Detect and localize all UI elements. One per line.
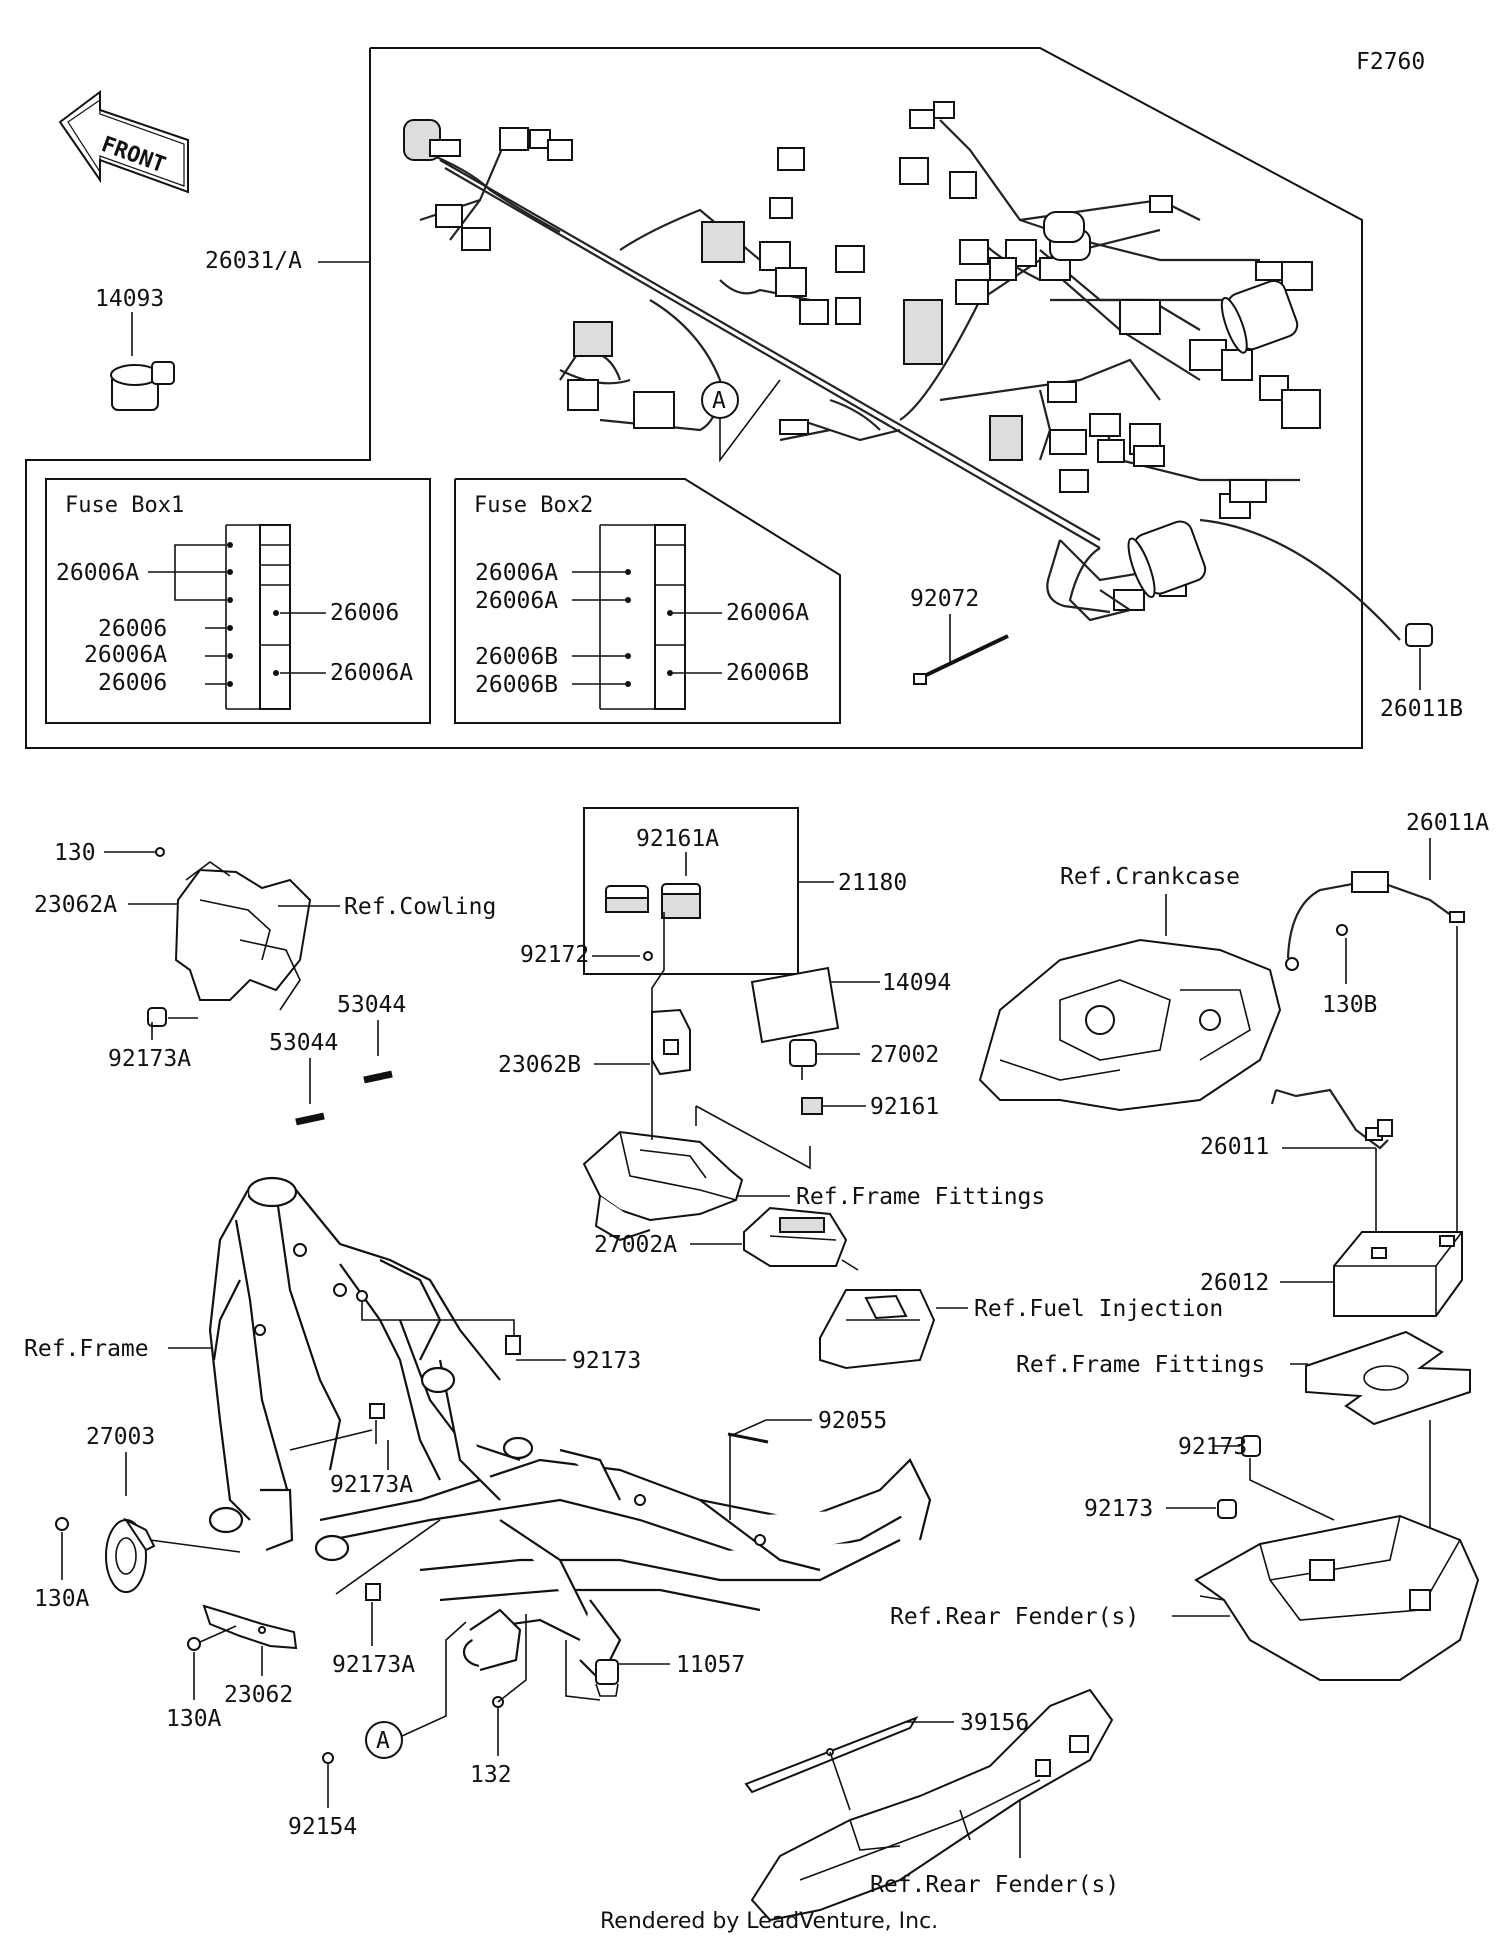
label-92173A-middle: 92173A xyxy=(330,1472,413,1498)
part-26011B-icon xyxy=(1405,623,1433,647)
label-92173A-lower: 92173A xyxy=(332,1652,415,1678)
label-53044-left: 53044 xyxy=(269,1030,338,1056)
label-26011B: 26011B xyxy=(1380,696,1463,722)
battery-tray-icon xyxy=(1194,1514,1480,1681)
bracket-23062-icon xyxy=(202,1604,298,1650)
fuse-box2-label-6: 26006B xyxy=(726,660,809,686)
fuse-box-1: Fuse Box1 26006A 26006 26006A 26006 2600… xyxy=(45,478,431,724)
fuse-box-2: Fuse Box2 26006A 26006A 26006B 26006B 26… xyxy=(454,478,841,724)
label-23062A: 23062A xyxy=(34,892,117,918)
crankcase-icon xyxy=(978,938,1282,1112)
label-92172: 92172 xyxy=(520,942,589,968)
label-92161A: 92161A xyxy=(636,826,719,852)
label-92154: 92154 xyxy=(288,1814,357,1840)
label-14094: 14094 xyxy=(882,970,951,996)
fuse-box2-label-3: 26006B xyxy=(475,644,558,670)
fuse-box1-title: Fuse Box1 xyxy=(65,493,184,518)
label-ref-frame-fittings-lower: Ref.Frame Fittings xyxy=(1016,1352,1265,1378)
label-ref-fuel-injection: Ref.Fuel Injection xyxy=(974,1296,1223,1322)
label-ref-frame-fittings-upper: Ref.Frame Fittings xyxy=(796,1184,1045,1210)
label-132: 132 xyxy=(470,1762,512,1788)
label-92173A-1: 92173A xyxy=(108,1046,191,1072)
label-26031A: 26031/A xyxy=(205,248,302,274)
label-130B: 130B xyxy=(1322,992,1377,1018)
label-ref-rear-fender-upper: Ref.Rear Fender(s) xyxy=(890,1604,1139,1630)
wiring-harness-drawing xyxy=(403,101,1401,641)
harness-box xyxy=(25,47,1363,749)
label-130A-bottom: 130A xyxy=(166,1706,222,1732)
label-23062: 23062 xyxy=(224,1682,293,1708)
part-27002-icon xyxy=(789,1039,817,1080)
part-14093-icon xyxy=(110,361,175,411)
cable-26011A-icon xyxy=(1285,871,1465,971)
fuse-box2-title: Fuse Box2 xyxy=(474,493,593,518)
fuse-box1-label-1: 26006A xyxy=(56,560,139,586)
label-26012: 26012 xyxy=(1200,1270,1269,1296)
fuel-injection-holder-icon xyxy=(819,1289,936,1370)
label-53044-right: 53044 xyxy=(337,992,406,1018)
part-92161-icon xyxy=(801,1097,823,1115)
label-ref-crankcase: Ref.Crankcase xyxy=(1060,864,1240,890)
label-11057: 11057 xyxy=(676,1652,745,1678)
ecu-icon xyxy=(743,1206,848,1267)
label-26011A: 26011A xyxy=(1406,810,1489,836)
sheet-14094-icon xyxy=(750,966,840,1044)
diagram-code: F2760 xyxy=(1356,49,1425,75)
label-27002: 27002 xyxy=(870,1042,939,1068)
label-23062B: 23062B xyxy=(498,1052,581,1078)
label-92072: 92072 xyxy=(910,586,979,612)
horn-icon xyxy=(105,1517,156,1593)
label-ref-rear-fender-lower: Ref.Rear Fender(s) xyxy=(870,1872,1119,1898)
label-21180: 21180 xyxy=(838,870,907,896)
battery-icon xyxy=(1333,1231,1463,1317)
label-92055: 92055 xyxy=(818,1408,887,1434)
relay-icons xyxy=(605,883,701,919)
label-ref-cowling: Ref.Cowling xyxy=(344,894,496,920)
label-14093: 14093 xyxy=(95,286,164,312)
callout-A-top: A xyxy=(712,388,726,414)
front-arrow-icon: FRONT xyxy=(58,90,189,194)
label-39156: 39156 xyxy=(960,1710,1029,1736)
footer-credit: Rendered by LeadVenture, Inc. xyxy=(600,1909,938,1934)
callout-A-bottom: A xyxy=(376,1728,390,1754)
fuse-box2-label-1: 26006A xyxy=(475,560,558,586)
fuse-box1-label-6: 26006A xyxy=(330,660,413,686)
cable-26011-icon xyxy=(1270,1088,1393,1150)
fuse-box1-label-4: 26006 xyxy=(98,670,167,696)
fuse-box1-label-5: 26006 xyxy=(330,600,399,626)
label-130A-left: 130A xyxy=(34,1586,90,1612)
relay-bracket-icon xyxy=(651,1008,691,1076)
fuse-box2-label-5: 26006A xyxy=(726,600,809,626)
label-27002A: 27002A xyxy=(594,1232,677,1258)
frame-fittings-tray-icon xyxy=(582,1130,744,1242)
label-92173-right-1: 92173 xyxy=(1178,1434,1247,1460)
fuse-box1-label-3: 26006A xyxy=(84,642,167,668)
fuse-box2-label-2: 26006A xyxy=(475,588,558,614)
label-92173-right-2: 92173 xyxy=(1084,1496,1153,1522)
label-27003: 27003 xyxy=(86,1424,155,1450)
clamp-11057-icon xyxy=(595,1659,619,1697)
rear-fender-icon xyxy=(750,1688,1114,1922)
relay-group-box xyxy=(583,807,799,975)
rubber-pad-icon xyxy=(1305,1330,1471,1426)
fuse-box1-label-2: 26006 xyxy=(98,616,167,642)
label-92173-upper: 92173 xyxy=(572,1348,641,1374)
cable-tie-icon xyxy=(913,634,1009,685)
label-130: 130 xyxy=(54,840,96,866)
cowling-bracket-icon xyxy=(174,861,312,1011)
label-ref-frame: Ref.Frame xyxy=(24,1336,149,1362)
label-26011: 26011 xyxy=(1200,1134,1269,1160)
fuse-box2-label-4: 26006B xyxy=(475,672,558,698)
label-92161: 92161 xyxy=(870,1094,939,1120)
motorcycle-frame-drawing xyxy=(208,1176,932,1682)
